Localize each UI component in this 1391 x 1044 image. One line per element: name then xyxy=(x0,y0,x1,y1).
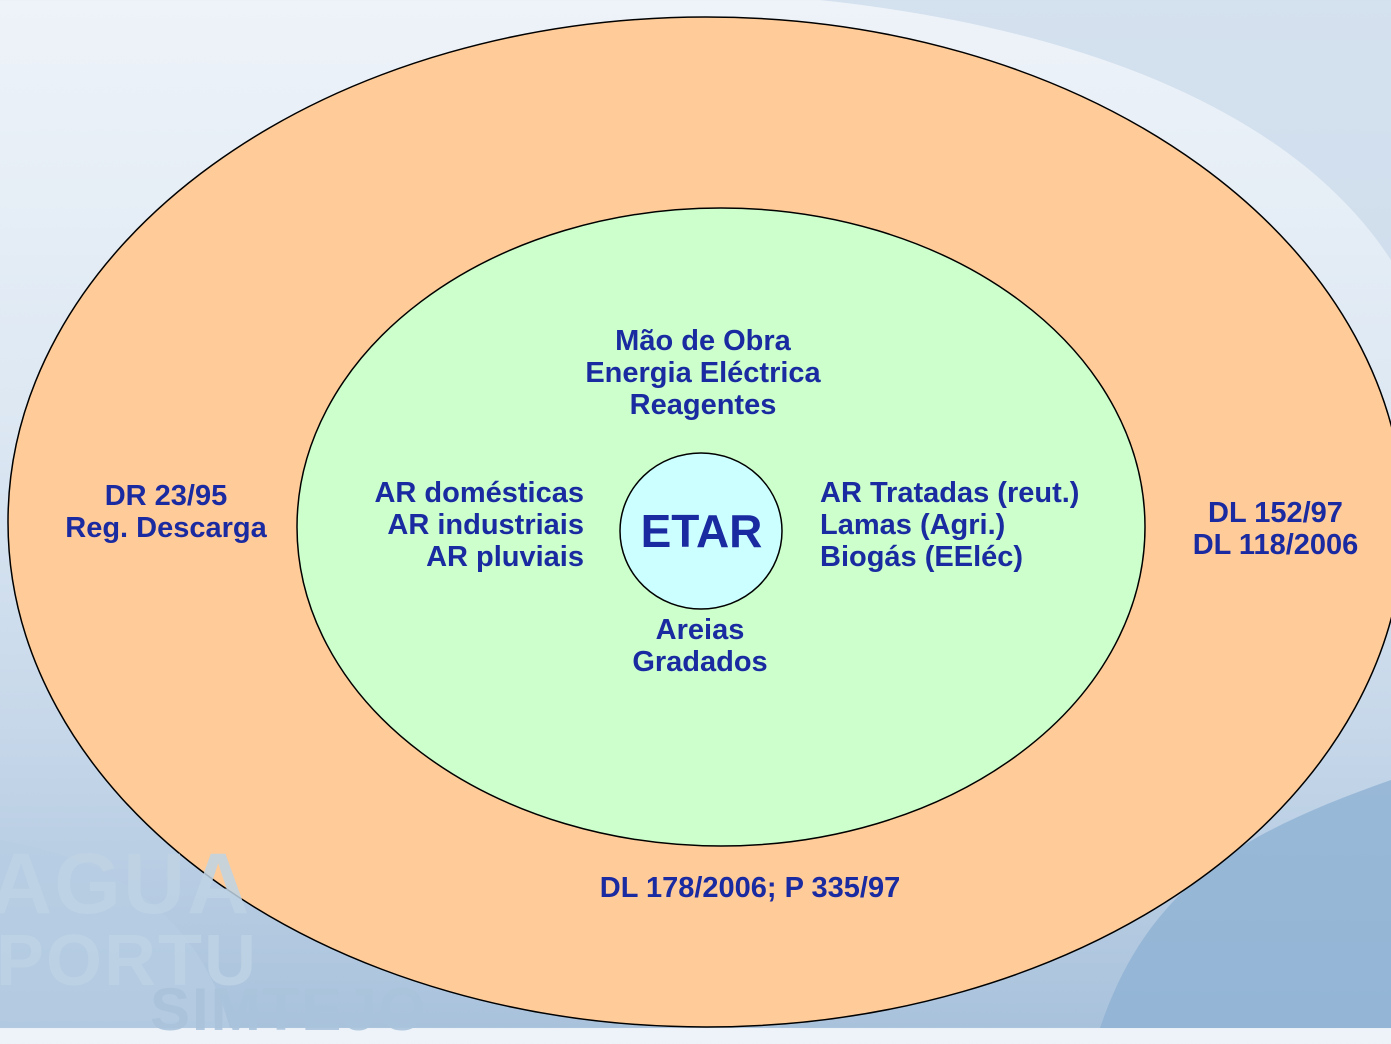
watermark-line-1: AGUA xyxy=(0,836,252,932)
inner-left-item: AR industriais xyxy=(387,509,584,541)
background-swoosh-left xyxy=(0,840,230,1028)
inner-bottom-list: Areias Gradados xyxy=(600,614,800,678)
center-label: ETAR xyxy=(640,505,763,557)
outer-left-item: Reg. Descarga xyxy=(65,512,267,544)
inner-bottom-item: Areias xyxy=(655,614,745,646)
inner-top-list: Mão de Obra Energia Eléctrica Reagentes xyxy=(503,325,903,421)
inner-right-list: AR Tratadas (reut.) Lamas (Agri.) Biogás… xyxy=(820,477,1160,573)
inner-left-item: AR domésticas xyxy=(374,477,584,509)
background-swoosh-right xyxy=(1100,780,1391,1028)
inner-top-item: Energia Eléctrica xyxy=(585,357,821,389)
inner-bottom-item: Gradados xyxy=(632,646,768,678)
outer-bottom-label: DL 178/2006; P 335/97 xyxy=(599,872,901,904)
inner-right-item: Lamas (Agri.) xyxy=(820,509,1006,541)
outer-left-item: DR 23/95 xyxy=(104,480,228,512)
inner-top-item: Mão de Obra xyxy=(615,325,791,357)
watermark-line-3: SIMTEJO xyxy=(150,976,428,1043)
outer-right-list: DL 152/97 DL 118/2006 xyxy=(1163,497,1388,561)
background-swoosh-top xyxy=(820,0,1391,260)
inner-left-list: AR domésticas AR industriais AR pluviais xyxy=(290,477,584,573)
outer-left-list: DR 23/95 Reg. Descarga xyxy=(28,480,304,544)
outer-right-item: DL 152/97 xyxy=(1208,497,1343,529)
outer-right-item: DL 118/2006 xyxy=(1192,529,1359,561)
inner-top-item: Reagentes xyxy=(629,389,777,421)
watermark-line-2: PORTU xyxy=(0,921,258,1001)
inner-right-item: Biogás (EEléc) xyxy=(820,541,1024,573)
inner-right-item: AR Tratadas (reut.) xyxy=(820,477,1080,509)
center-ellipse xyxy=(619,452,783,610)
inner-left-item: AR pluviais xyxy=(426,541,584,573)
